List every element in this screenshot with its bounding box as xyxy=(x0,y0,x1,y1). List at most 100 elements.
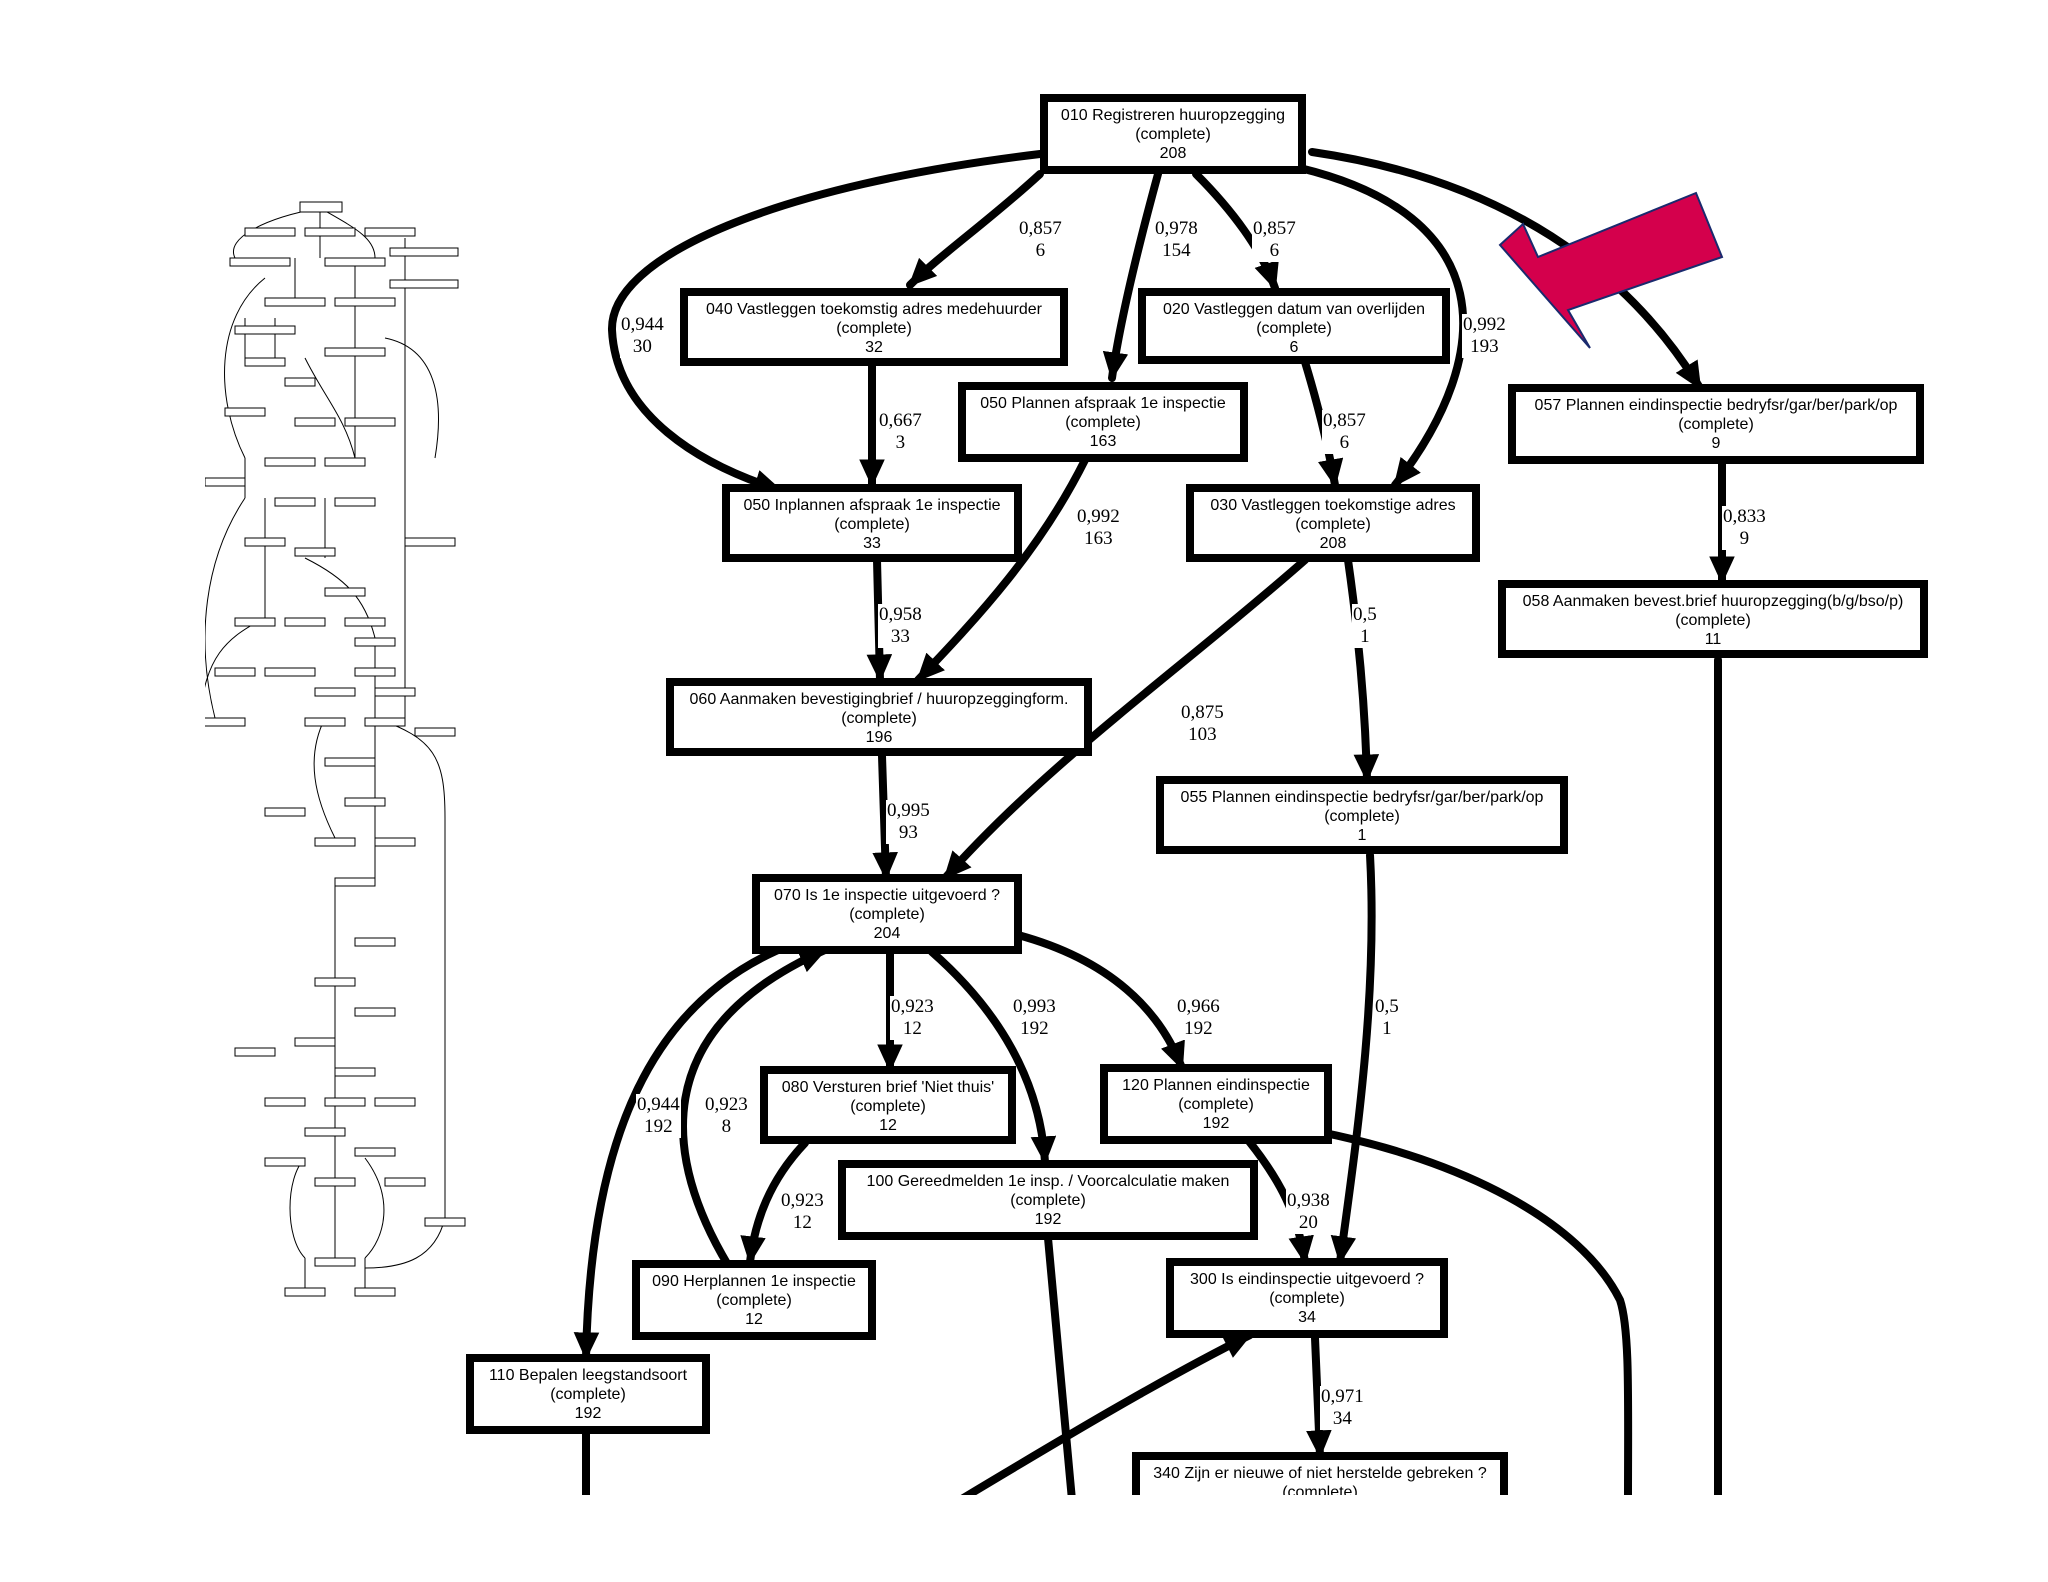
node-120-title: 120 Plannen eindinspectie xyxy=(1122,1077,1310,1094)
node-058[interactable]: 058 Aanmaken bevest.brief huuropzegging(… xyxy=(1498,580,1928,658)
edge-055-300 xyxy=(1330,851,1376,1266)
node-100-title: 100 Gereedmelden 1e insp. / Voorcalculat… xyxy=(866,1173,1230,1190)
node-050b[interactable]: 050 Inplannen afspraak 1e inspectie (com… xyxy=(722,484,1022,562)
node-110-title: 110 Bepalen leegstandsoort xyxy=(488,1367,688,1384)
node-080-status: (complete) xyxy=(850,1098,926,1115)
node-080-count: 12 xyxy=(879,1117,897,1134)
edge-070-110 xyxy=(573,941,794,1362)
node-120-status: (complete) xyxy=(1178,1096,1254,1113)
node-110-status: (complete) xyxy=(550,1386,626,1403)
node-090-status: (complete) xyxy=(716,1292,792,1309)
edge-in-300 xyxy=(956,1331,1254,1504)
node-060-count: 196 xyxy=(865,729,893,746)
highlight-arrow-icon xyxy=(1498,191,1724,349)
node-100-status: (complete) xyxy=(1010,1192,1086,1209)
node-040-title: 040 Vastleggen toekomstig adres medehuur… xyxy=(706,301,1042,318)
node-050a-count: 163 xyxy=(1089,433,1117,450)
node-060[interactable]: 060 Aanmaken bevestigingbrief / huuropze… xyxy=(666,678,1092,756)
node-060-status: (complete) xyxy=(841,710,917,727)
node-100-count: 192 xyxy=(1034,1211,1062,1228)
edge-050a-060 xyxy=(914,456,1089,684)
edge-010-050b xyxy=(607,150,1044,495)
edge-010-040 xyxy=(906,170,1044,289)
edge-100-out xyxy=(1044,1234,1076,1504)
cropped-area xyxy=(455,1495,2048,1582)
node-300-title: 300 Is eindinspectie uitgevoerd ? xyxy=(1190,1271,1424,1288)
edge-030-070 xyxy=(941,556,1309,882)
node-057-status: (complete) xyxy=(1678,416,1754,433)
node-055[interactable]: 055 Plannen eindinspectie bedryfsr/gar/b… xyxy=(1156,776,1568,854)
edge-010-020 xyxy=(1192,170,1279,292)
edge-010-057 xyxy=(1308,148,1704,392)
node-020-title: 020 Vastleggen datum van overlijden xyxy=(1162,301,1426,318)
node-070-status: (complete) xyxy=(849,906,925,923)
edge-070-120 xyxy=(1014,931,1186,1072)
node-050b-count: 33 xyxy=(863,535,881,552)
node-110-count: 192 xyxy=(574,1405,602,1422)
node-110[interactable]: 110 Bepalen leegstandsoort (complete) 19… xyxy=(466,1354,710,1434)
edge-070-100 xyxy=(928,948,1057,1166)
node-010-count: 208 xyxy=(1159,145,1187,162)
node-055-count: 1 xyxy=(1357,827,1367,844)
node-040[interactable]: 040 Vastleggen toekomstig adres medehuur… xyxy=(680,288,1068,366)
node-090-title: 090 Herplannen 1e inspectie xyxy=(652,1273,856,1290)
node-050b-status: (complete) xyxy=(834,516,910,533)
node-010[interactable]: 010 Registreren huuropzegging (complete)… xyxy=(1040,94,1306,174)
node-057-count: 9 xyxy=(1711,435,1721,452)
node-010-title: 010 Registreren huuropzegging xyxy=(1060,107,1286,124)
edge-080-090 xyxy=(740,1139,809,1266)
node-020-count: 6 xyxy=(1289,339,1299,356)
node-040-count: 32 xyxy=(865,339,883,356)
node-070-title: 070 Is 1e inspectie uitgevoerd ? xyxy=(774,887,1000,904)
node-080-title: 080 Versturen brief 'Niet thuis' xyxy=(781,1079,995,1096)
node-020[interactable]: 020 Vastleggen datum van overlijden (com… xyxy=(1138,288,1450,364)
edge-120-300 xyxy=(1244,1136,1314,1266)
node-057-title: 057 Plannen eindinspectie bedryfsr/gar/b… xyxy=(1534,397,1898,414)
node-040-status: (complete) xyxy=(836,320,912,337)
node-070-count: 204 xyxy=(873,925,901,942)
node-100[interactable]: 100 Gereedmelden 1e insp. / Voorcalculat… xyxy=(838,1160,1258,1240)
node-030-status: (complete) xyxy=(1295,516,1371,533)
edge-120-out xyxy=(1316,1128,1633,1504)
node-020-status: (complete) xyxy=(1256,320,1332,337)
node-058-title: 058 Aanmaken bevest.brief huuropzegging(… xyxy=(1522,593,1904,610)
edge-300-340 xyxy=(1306,1334,1332,1460)
node-055-status: (complete) xyxy=(1324,808,1400,825)
node-090-count: 12 xyxy=(745,1311,763,1328)
node-057[interactable]: 057 Plannen eindinspectie bedryfsr/gar/b… xyxy=(1508,384,1924,464)
edge-090-070 xyxy=(679,946,829,1269)
node-050a-title: 050 Plannen afspraak 1e inspectie xyxy=(980,395,1226,412)
edge-060-070 xyxy=(872,752,898,882)
node-090[interactable]: 090 Herplannen 1e inspectie (complete) 1… xyxy=(632,1260,876,1340)
node-120[interactable]: 120 Plannen eindinspectie (complete) 192 xyxy=(1100,1064,1332,1144)
node-300-count: 34 xyxy=(1298,1309,1316,1326)
node-070[interactable]: 070 Is 1e inspectie uitgevoerd ? (comple… xyxy=(752,874,1022,954)
node-050a[interactable]: 050 Plannen afspraak 1e inspectie (compl… xyxy=(958,382,1248,462)
node-058-count: 11 xyxy=(1704,631,1722,648)
node-300[interactable]: 300 Is eindinspectie uitgevoerd ? (compl… xyxy=(1166,1258,1448,1338)
process-map-thumbnail xyxy=(205,201,466,1297)
node-080[interactable]: 080 Versturen brief 'Niet thuis' (comple… xyxy=(760,1066,1016,1144)
node-030[interactable]: 030 Vastleggen toekomstige adres (comple… xyxy=(1186,484,1480,562)
edge-010-030 xyxy=(1296,164,1467,489)
